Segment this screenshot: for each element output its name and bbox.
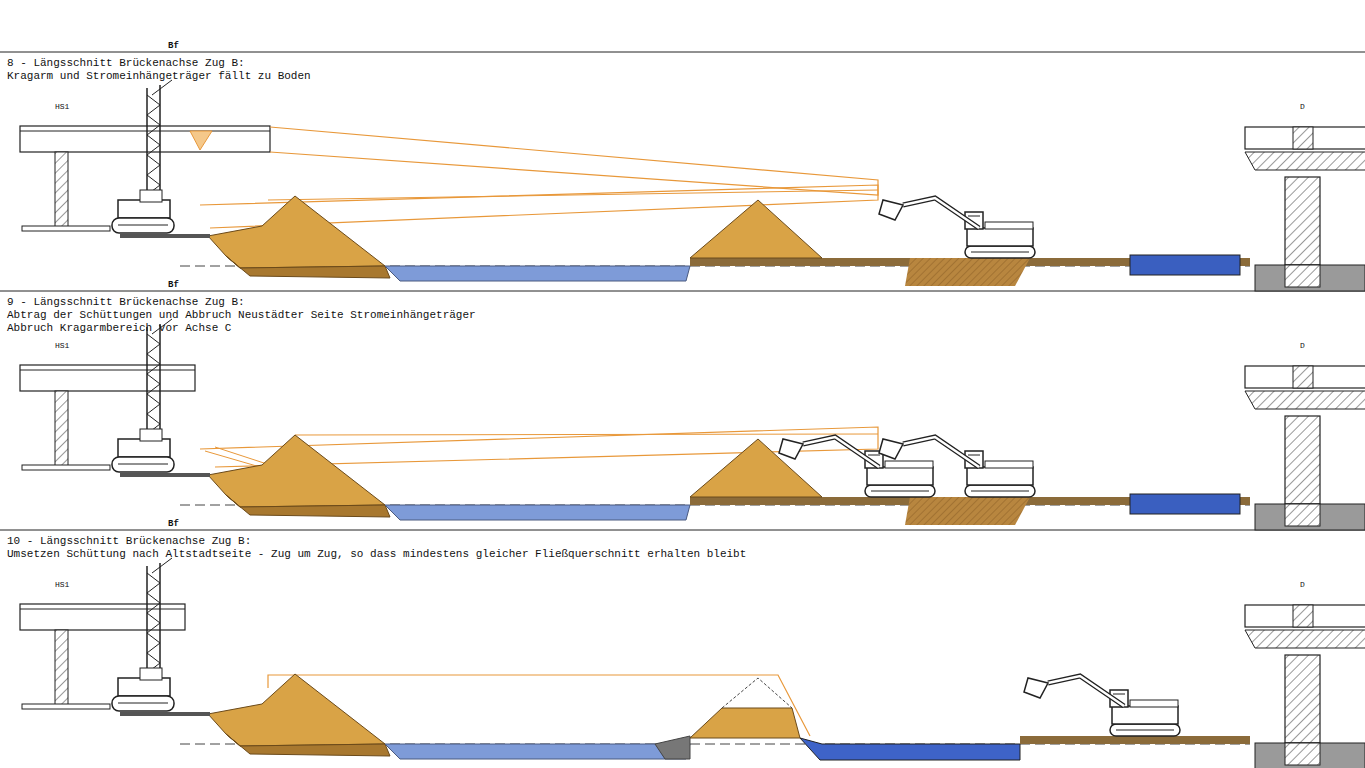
panel-note: Abtrag der Schüttungen und Abbruch Neust… [7,310,476,321]
panel-note: Kragarm und Stromeinhängeträger fällt zu… [7,71,311,82]
panel-note: Abbruch Kragarmbereich vor Achse C [7,323,231,334]
panel-heading: 8 - Längsschnitt Brückenachse Zug B: [7,58,245,69]
marker-label: Bf [167,42,180,51]
pier-label: HS1 [55,342,69,350]
panel-note: Umsetzen Schüttung nach Altstadtseite - … [7,549,746,560]
marker-label: Bf [167,281,180,290]
pier-label: HS1 [55,581,69,589]
panel-heading: 9 - Längsschnitt Brückenachse Zug B: [7,297,245,308]
pier-label: D [1300,342,1305,350]
pier-label: D [1300,103,1305,111]
pier-label: D [1300,581,1305,589]
panel-heading: 10 - Längsschnitt Brückenachse Zug B: [7,536,251,547]
pier-label: HS1 [55,103,69,111]
marker-label: Bf [167,520,180,529]
